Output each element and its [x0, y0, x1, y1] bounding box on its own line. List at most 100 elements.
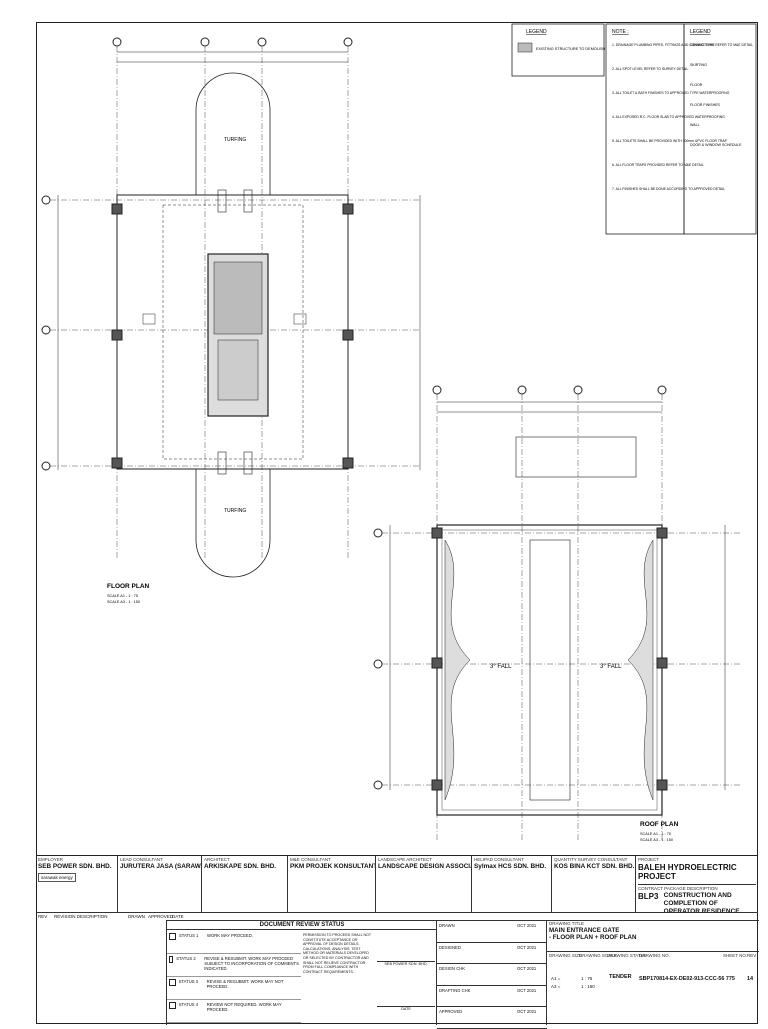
drawing-status: TENDER [609, 974, 632, 980]
status-text: REVISE & RESUBMIT. WORK MAY PROCEED SUBJ… [204, 956, 299, 971]
architect-name: ARKISKAPE SDN. BHD. [204, 863, 277, 870]
project-name: BALEH HYDROELECTRIC PROJECT [638, 863, 737, 881]
role-row: DESIGNED OCT 2021 [437, 943, 547, 965]
status-row: STATUS 2 REVISE & RESUBMIT. WORK MAY PROC… [167, 954, 301, 977]
status-text: REVISE & RESUBMIT. WORK MAY NOT PROCEED. [206, 979, 284, 989]
employer-name: SEB POWER SDN. BHD. [38, 863, 112, 870]
status-code: STATUS 3 [178, 979, 199, 984]
status-row: STATUS 1 WORK MAY PROCEED. [167, 931, 301, 954]
legend-box: LEGEND EXISTING STRUCTURE TO DEMOLISH [511, 23, 606, 77]
status-checkbox[interactable] [169, 956, 174, 963]
legend-item: EXISTING STRUCTURE TO DEMOLISH [536, 47, 606, 51]
doc-review-title: DOCUMENT REVIEW STATUS [167, 921, 437, 930]
qs-name: KOS BINA KCT SDN. BHD. [554, 863, 635, 870]
status-code: STATUS 4 [178, 1002, 199, 1007]
roof-plan-scale2: SCALE A3 - 1 : 150 [640, 838, 673, 842]
legend2-item: DOOR & WINDOW SCHEDULE [690, 143, 742, 147]
lead-cell: LEAD CONSULTANT JURUTERA JASA (SARAWAK) … [118, 856, 202, 912]
roof-plan [373, 385, 740, 840]
notes-box: NOTE : 1. DRAINAGE PLUMBING PIPES, FITTI… [605, 23, 753, 235]
role-label: DRAWN [439, 923, 455, 928]
role-date: OCT 2021 [517, 923, 537, 928]
role-row: APPROVED OCT 2021 [437, 1007, 547, 1029]
role-date: OCT 2021 [517, 944, 537, 950]
drawing-title-2: - FLOOR PLAN + ROOF PLAN [549, 934, 637, 941]
status-checkbox[interactable] [169, 1002, 176, 1009]
role-row: DRAFTING CHK OCT 2021 [437, 986, 547, 1008]
legend-title: LEGEND [526, 29, 547, 35]
legend2-item: FLOOR FINISHES [690, 103, 721, 107]
contract-package: BLP3 [638, 892, 659, 901]
permission-text: PERMISSION TO PROCEED SHALL NOT CONSTITU… [303, 933, 371, 974]
employer-cell: EMPLOYER SEB POWER SDN. BHD. sarawak ene… [36, 856, 118, 912]
status-text: WORK MAY PROCEED. [207, 933, 253, 938]
qs-cell: QUANTITY SURVEY CONSULTANT KOS BINA KCT … [552, 856, 636, 912]
role-date: OCT 2021 [517, 987, 537, 993]
role-label: DRAFTING CHK [439, 987, 471, 993]
role-row: DESIGN CHK OCT 2021 [437, 964, 547, 986]
roof-fall-left: 3° FALL [490, 664, 512, 670]
note-item: 3. ALL TOILET & BATH FINISHES TO APPROVE… [612, 91, 730, 95]
floor-plan-scale: SCALE A1 - 1 : 75 [107, 594, 138, 598]
legend2-item: FLOOR [690, 83, 703, 87]
status-row: STATUS 3 REVISE & RESUBMIT. WORK MAY NOT … [167, 977, 301, 1000]
contract-desc: CONSTRUCTION AND COMPLETION OF OPERATOR … [663, 892, 740, 912]
note-item: 2. ALL SPOT LEVEL REFER TO SURVEY DETAIL [612, 67, 688, 71]
drawing-number: SBP170814-EX-DE02-913-CCC-56 775 [639, 976, 735, 982]
size-a3: A3 = [551, 984, 561, 989]
status-checkbox[interactable] [169, 979, 176, 986]
drawing-canvas: LEGEND EXISTING STRUCTURE TO DEMOLISH NO… [41, 23, 757, 842]
floor-plan-scale2: SCALE A3 - 1 : 150 [107, 600, 140, 604]
seb-sign: SEB POWER SDN. BHD. [377, 961, 435, 966]
status-row: STATUS 4 REVIEW NOT REQUIRED. WORK MAY PR… [167, 1000, 301, 1023]
note-item: 1. DRAINAGE PLUMBING PIPES, FITTINGS AND… [612, 43, 753, 47]
legend2-box: LEGEND CEILING TYPE SKIRTING FLOOR FLOOR FI… [683, 23, 757, 235]
helipad-cell: HELIPAD CONSULTANT Sylmax HCS SDN. BHD. [472, 856, 552, 912]
date-sign: DATE [377, 1006, 435, 1011]
note-item: 5. ALL TOILETS SHALL BE PROVIDED WITH 10… [612, 139, 728, 143]
scale-a3: 1 : 150 [581, 984, 595, 989]
status-code: STATUS 2 [176, 956, 196, 961]
roof-plan-scale: SCALE A1 - 1 : 75 [640, 832, 671, 836]
legend2-item: WALL [690, 123, 700, 127]
project-cell: PROJECT BALEH HYDROELECTRIC PROJECT CONT… [636, 856, 758, 912]
scale-a1: 1 : 75 [581, 976, 593, 981]
note-item: 6. ALL FLOOR TRAPS PROVIDED REFER TO M&E… [612, 163, 704, 167]
turfing-label-bottom: TURFING [224, 508, 246, 514]
role-label: DESIGNED [439, 944, 461, 950]
note-item: 4. ALL EXPOSED R.C. FLOOR SLAB TO APPROV… [612, 115, 725, 119]
status-text: REVIEW NOT REQUIRED. WORK MAY PROCEED. [206, 1002, 282, 1012]
mne-name: PKM PROJEK KONSULTANT SDN. BHD. [290, 863, 376, 870]
status-checkbox[interactable] [169, 933, 176, 940]
revision-header: REV REVISION DESCRIPTION DRAWN APPROVED … [36, 912, 758, 921]
floor-plan [41, 37, 421, 578]
title-block: EMPLOYER SEB POWER SDN. BHD. sarawak ene… [36, 855, 759, 1029]
role-date: OCT 2021 [517, 966, 537, 972]
turfing-label-top: TURFING [224, 137, 246, 143]
role-label: APPROVED [439, 1009, 463, 1015]
status-code: STATUS 1 [179, 933, 199, 938]
drawing-title-1: MAIN ENTRANCE GATE [549, 927, 620, 934]
drawing-title-block: DRAWING TITLE MAIN ENTRANCE GATE - FLOOR… [546, 920, 759, 1025]
role-label: DESIGN CHK [439, 966, 466, 972]
legend2-item: SKIRTING [690, 63, 707, 67]
architect-cell: ARCHITECT ARKISKAPE SDN. BHD. [202, 856, 288, 912]
landscape-cell: LANDSCAPE ARCHITECT LANDSCAPE DESIGN ASS… [376, 856, 472, 912]
employer-logo: sarawak energy [38, 873, 76, 882]
landscape-name: LANDSCAPE DESIGN ASSOCIATES [378, 863, 471, 870]
legend2-title: LEGEND [690, 29, 711, 35]
roof-plan-title: ROOF PLAN [640, 821, 679, 828]
legend2-item: CEILING TYPE [690, 43, 715, 47]
revision-number: 14 [747, 976, 754, 982]
notes-title: NOTE : [612, 29, 629, 35]
lead-name: JURUTERA JASA (SARAWAK) SDN. BHD. [120, 863, 201, 870]
roof-fall-right: 3° FALL [600, 664, 622, 670]
role-row: DRAWN OCT 2021 [437, 921, 547, 943]
role-date: OCT 2021 [517, 1009, 537, 1015]
size-a1: A1 = [551, 976, 561, 981]
helipad-name: Sylmax HCS SDN. BHD. [474, 863, 547, 870]
note-item: 7. ALL FINISHES SHALL BE DONE ACCORDING … [612, 187, 725, 191]
doc-review-block: DOCUMENT REVIEW STATUS STATUS 1 WORK MAY … [166, 920, 437, 1025]
floor-plan-title: FLOOR PLAN [107, 583, 150, 590]
